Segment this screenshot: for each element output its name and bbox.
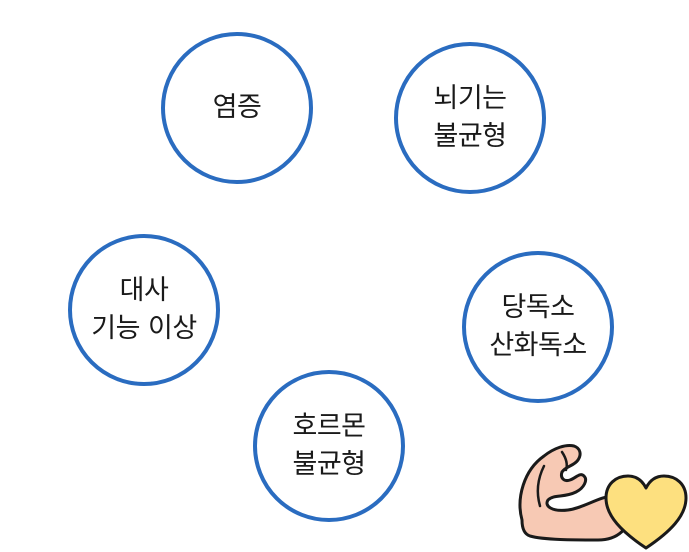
node-label-glycation-oxidation-toxins: 당독소 산화독소 — [489, 292, 587, 361]
node-inflammation: 염증 — [161, 32, 313, 184]
fist-line — [560, 450, 569, 472]
bicep-line — [536, 464, 546, 508]
arm-shape — [518, 444, 632, 542]
node-glycation-oxidation-toxins: 당독소 산화독소 — [462, 251, 614, 403]
node-brain-imbalance: 뇌기는 불균형 — [394, 42, 546, 194]
node-label-metabolic-dysfunction: 대사 기능 이상 — [91, 275, 197, 344]
node-label-inflammation: 염증 — [212, 92, 262, 123]
node-label-hormone-imbalance: 호르몬 불균형 — [292, 411, 366, 480]
node-label-brain-imbalance: 뇌기는 불균형 — [433, 83, 507, 152]
node-hormone-imbalance: 호르몬 불균형 — [253, 370, 405, 522]
node-metabolic-dysfunction: 대사 기능 이상 — [68, 234, 220, 386]
flexed-arm-heart-icon — [518, 444, 688, 550]
heart-shape — [604, 474, 688, 550]
